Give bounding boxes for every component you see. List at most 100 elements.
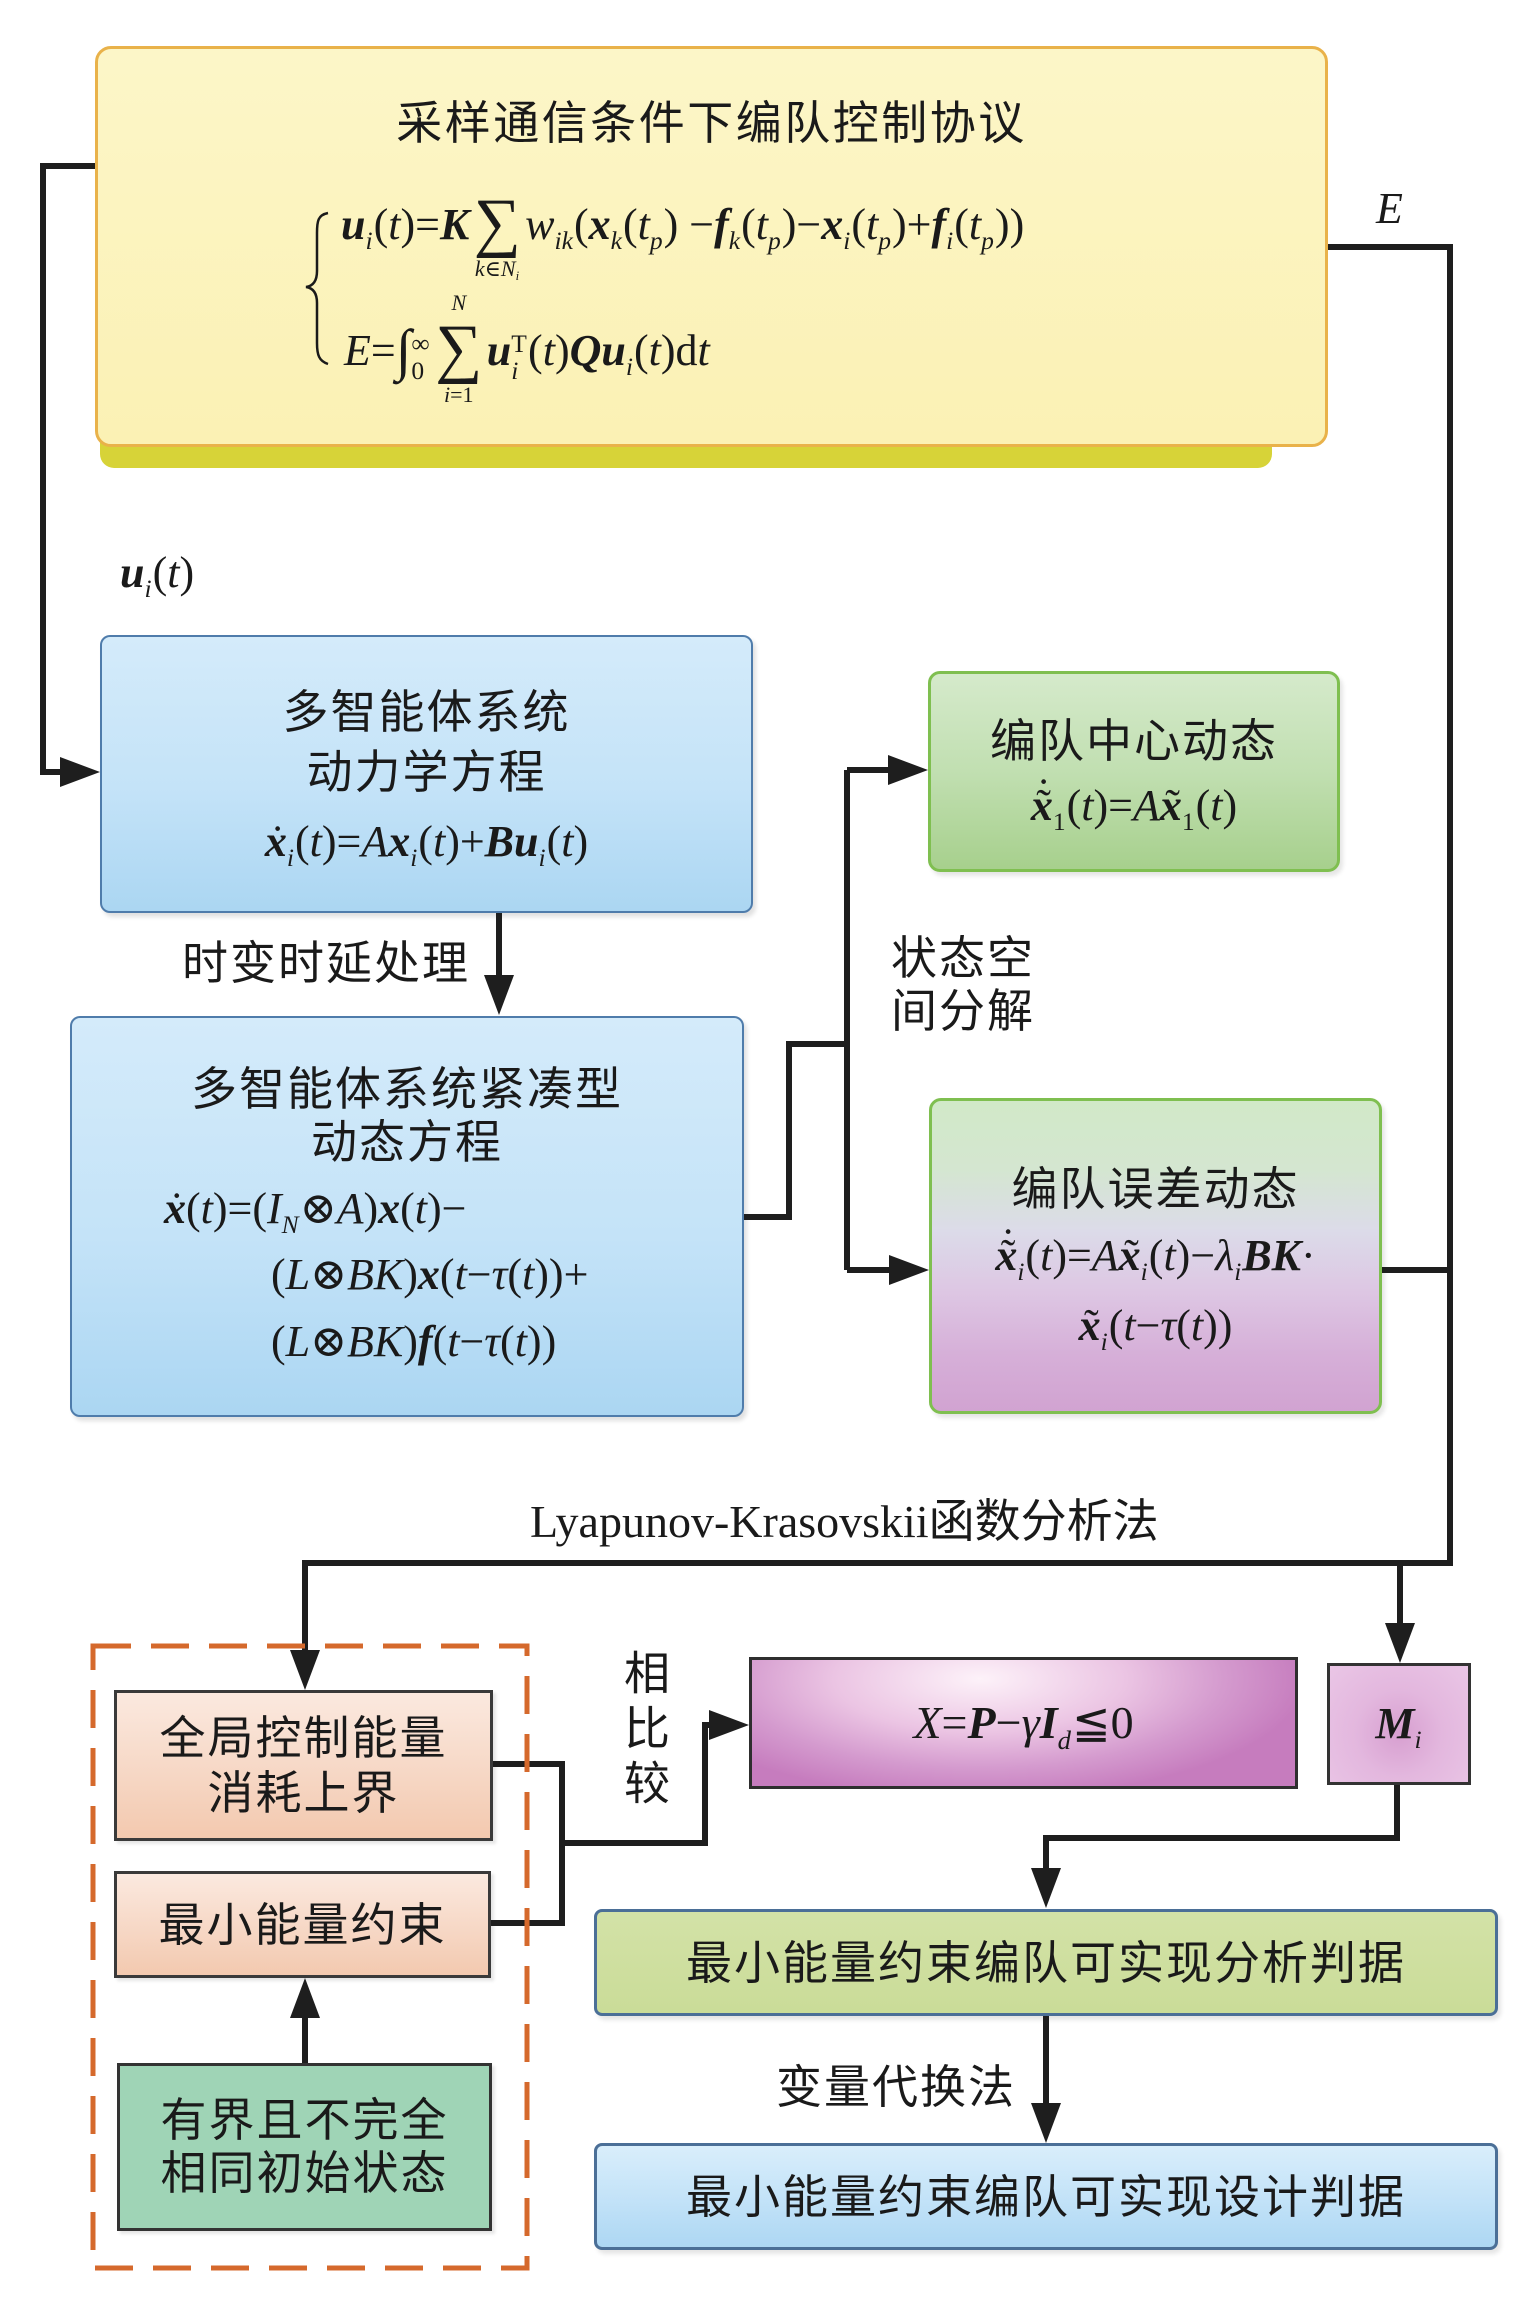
- math-symbol: t: [200, 1184, 213, 1233]
- mi-matrix-box: Mi: [1327, 1663, 1471, 1785]
- math-symbol: (: [432, 1317, 448, 1366]
- summation-symbol: ∑k∈Ni: [474, 190, 521, 283]
- math-script: 0: [411, 355, 425, 385]
- math-symbol: BK: [347, 1250, 404, 1299]
- math-symbol: ): [363, 1184, 379, 1233]
- connector-control-input-feedback: [40, 163, 95, 775]
- math-symbol: t: [542, 325, 555, 375]
- math-symbol: )=: [1052, 1231, 1092, 1280]
- energy-symbol: E: [1376, 184, 1403, 233]
- math-symbol: ⊗: [310, 1317, 348, 1366]
- connector-mi-to-analysis: [1043, 1785, 1400, 1870]
- math-symbol: Q: [569, 325, 602, 375]
- math-symbol: )+: [892, 199, 932, 249]
- lmi-condition-box: X=P−γId≦0: [749, 1657, 1298, 1789]
- formation-center-dynamics-box: 编队中心动态 x˜˙1(t)=Ax˜1(t): [928, 671, 1340, 872]
- math-symbol: γ: [1021, 1697, 1040, 1748]
- lower-limit: i=1: [444, 384, 474, 406]
- math-symbol: A: [1091, 1231, 1119, 1280]
- math-symbol: u: [486, 325, 512, 375]
- math-symbol: t: [454, 1250, 467, 1299]
- box-title-line: 多智能体系统: [282, 685, 571, 739]
- math-symbol: t: [522, 1250, 535, 1299]
- compact-equation-line: x˙(t)=(IN⊗A)x(t)−: [164, 1179, 467, 1239]
- state-space-decomposition-label: 状态空 间分解: [891, 932, 1035, 1038]
- math-symbol: x: [388, 817, 411, 866]
- math-symbol: u: [514, 817, 539, 866]
- math-symbol: x˜: [1119, 1226, 1141, 1286]
- math-symbol: (: [500, 1317, 515, 1366]
- compact-dynamics-box: 多智能体系统紧凑型 动态方程 x˙(t)=(IN⊗A)x(t)− (L⊗BK)x…: [70, 1016, 744, 1417]
- math-symbol: )=: [1093, 781, 1133, 830]
- math-symbol: BK: [347, 1317, 404, 1366]
- math-symbol: )−: [781, 199, 822, 249]
- math-symbol: t: [1040, 1231, 1053, 1280]
- math-symbol: −: [466, 1250, 492, 1299]
- tilde-accent: ˜: [1165, 781, 1180, 830]
- energy-edge-label: E: [1376, 179, 1403, 239]
- upper-limit: N: [451, 292, 466, 314]
- math-symbol: (: [373, 199, 389, 249]
- math-script: i: [410, 843, 418, 873]
- math-symbol: M: [1375, 1699, 1415, 1748]
- math-script: i: [538, 843, 546, 873]
- math-symbol: (: [633, 325, 649, 375]
- box-text: 最小能量约束编队可实现设计判据: [686, 2169, 1406, 2224]
- math-symbol: t: [561, 817, 574, 866]
- arrowhead-down-icon: [1031, 1868, 1061, 1908]
- math-symbol: I: [1039, 1697, 1058, 1748]
- math-symbol: t: [697, 325, 710, 375]
- compact-equation-line: (L⊗BK) f(t−τ(t)): [271, 1312, 556, 1372]
- math-symbol: )−: [427, 1184, 467, 1233]
- math-symbol: x: [588, 199, 611, 249]
- math-subsup: ∞0: [411, 330, 429, 385]
- math-symbol: ): [179, 548, 195, 597]
- math-script: k: [728, 225, 741, 255]
- math-script: i: [625, 351, 633, 381]
- label-line: 状态空: [891, 931, 1035, 985]
- math-symbol: x˜˙: [995, 1220, 1017, 1286]
- math-symbol: )=: [400, 199, 440, 249]
- math-symbol: ∈: [484, 256, 501, 281]
- math-script: i: [1234, 1257, 1242, 1287]
- multi-agent-dynamics-box: 多智能体系统 动力学方程 x˙i(t)=Axi(t)+Bui(t): [100, 635, 753, 913]
- math-script: i: [946, 225, 954, 255]
- math-symbol: λ: [1215, 1231, 1235, 1280]
- math-symbol: t: [1163, 1231, 1176, 1280]
- math-symbol: 0: [1110, 1697, 1134, 1748]
- math-symbol: P: [967, 1697, 996, 1748]
- math-script: i: [843, 225, 851, 255]
- math-script: i: [286, 843, 294, 873]
- left-brace-icon: [305, 211, 329, 366]
- math-symbol: u: [120, 548, 145, 597]
- math-symbol: (: [851, 199, 866, 249]
- math-symbol: (: [294, 817, 310, 866]
- math-script: i: [511, 355, 519, 385]
- math-symbol: ): [554, 325, 570, 375]
- math-symbol: (: [400, 1184, 415, 1233]
- dot-accent: ˙: [1000, 1220, 1016, 1270]
- error-dynamics-equation-line: x˜˙i(t)=Ax˜i(t)−λiBK·: [932, 1220, 1379, 1287]
- arrowhead-down-icon: [1031, 2103, 1061, 2143]
- math-script: i: [1017, 1257, 1025, 1287]
- math-symbol: E: [344, 325, 371, 375]
- analysis-criterion-box: 最小能量约束编队可实现分析判据: [594, 1909, 1498, 2016]
- math-script: p: [767, 225, 781, 255]
- math-symbol: t: [866, 199, 879, 249]
- label-line: 间分解: [891, 984, 1035, 1038]
- math-symbol: τ: [1160, 1301, 1177, 1350]
- math-symbol: (: [186, 1184, 201, 1233]
- math-symbol: t: [637, 199, 650, 249]
- math-symbol: x˙: [164, 1179, 186, 1239]
- math-symbol: )+: [445, 817, 485, 866]
- math-symbol: (: [152, 548, 168, 597]
- box-text-line: 相同初始状态: [160, 2146, 449, 2200]
- math-symbol: u: [341, 199, 366, 249]
- math-symbol: t: [755, 199, 768, 249]
- arrowhead-right-icon: [889, 1255, 929, 1285]
- math-symbol: (: [573, 199, 589, 249]
- math-script: 1: [1052, 807, 1066, 837]
- math-symbol: ∫: [395, 319, 412, 383]
